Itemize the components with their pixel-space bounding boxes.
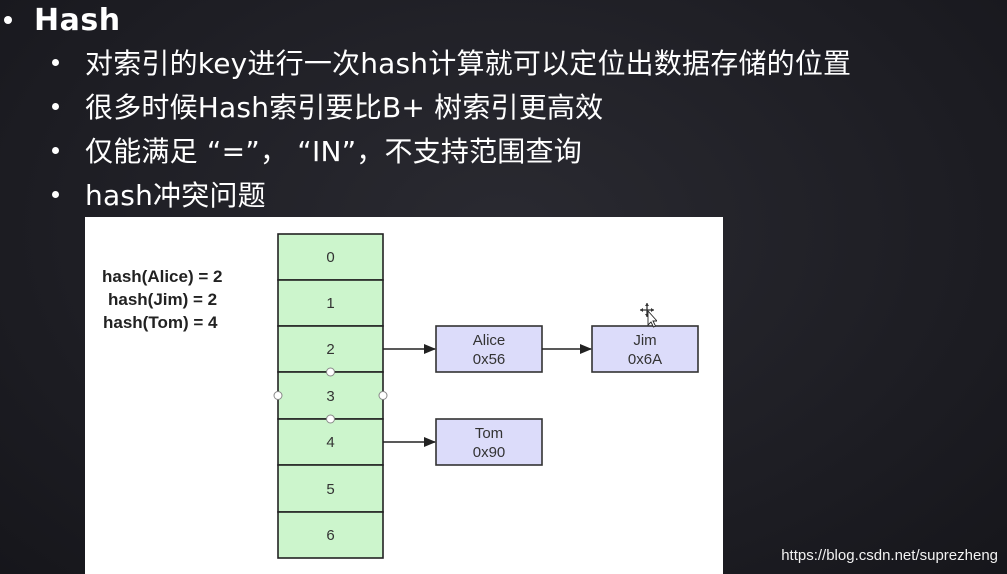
bullet-text: 对索引的key进行一次hash计算就可以定位出数据存储的位置: [85, 47, 852, 80]
slot-label: 2: [326, 341, 334, 358]
resize-handle[interactable]: [378, 391, 388, 400]
selection-handles[interactable]: [273, 367, 388, 424]
node-tom-name: Tom: [475, 425, 503, 442]
slot-label: 4: [326, 434, 334, 451]
bucket-array: 0 1 2 3 4 5 6: [277, 233, 384, 559]
node-jim-name: Jim: [633, 332, 656, 349]
hash-line-alice: hash(Alice) = 2: [102, 267, 222, 286]
node-alice-name: Alice: [473, 332, 506, 349]
bullet-text: 仅能满足 “=”， “IN”，不支持范围查询: [85, 135, 582, 168]
resize-handle[interactable]: [326, 367, 335, 377]
bullet-item: hash冲突问题: [52, 172, 851, 216]
chain-nodes: Alice 0x56 Jim 0x6A Tom 0x90: [435, 325, 699, 466]
node-alice-addr: 0x56: [473, 351, 506, 368]
node-jim: [591, 325, 699, 373]
bullet-dot: [4, 16, 12, 24]
slot-label: 0: [326, 249, 334, 266]
watermark-text: https://blog.csdn.net/suprezheng: [781, 547, 998, 564]
bullet-dot: [52, 58, 59, 66]
bullet-list: 对索引的key进行一次hash计算就可以定位出数据存储的位置 很多时候Hash索…: [52, 40, 851, 216]
bullet-item: 很多时候Hash索引要比B+ 树索引更高效: [52, 84, 851, 128]
node-tom: [435, 418, 543, 466]
diagram-svg: hash(Alice) = 2 hash(Jim) = 2 hash(Tom) …: [102, 233, 699, 559]
hash-formulas: hash(Alice) = 2 hash(Jim) = 2 hash(Tom) …: [102, 267, 222, 332]
bullet-text: 很多时候Hash索引要比B+ 树索引更高效: [85, 91, 604, 124]
hash-line-jim: hash(Jim) = 2: [108, 290, 217, 309]
bucket-slot: [277, 464, 384, 513]
bullet-dot: [52, 190, 59, 198]
bullet-dot: [52, 102, 59, 110]
bucket-slot: [277, 511, 384, 559]
bucket-slot: [277, 233, 384, 281]
bullet-item: 仅能满足 “=”， “IN”，不支持范围查询: [52, 128, 851, 172]
slide-title: Hash: [34, 2, 121, 38]
resize-handle[interactable]: [273, 391, 283, 400]
arrows: [383, 344, 592, 447]
slot-label: 3: [326, 388, 334, 405]
slot-label: 1: [326, 295, 334, 312]
slot-label: 6: [326, 527, 334, 544]
bullet-item: 对索引的key进行一次hash计算就可以定位出数据存储的位置: [52, 40, 851, 84]
hash-line-tom: hash(Tom) = 4: [103, 313, 218, 332]
bullet-dot: [52, 146, 59, 154]
node-jim-addr: 0x6A: [628, 351, 662, 368]
hash-index-diagram: hash(Alice) = 2 hash(Jim) = 2 hash(Tom) …: [85, 217, 723, 574]
bullet-text: hash冲突问题: [85, 179, 266, 212]
bucket-slot: [277, 279, 384, 327]
move-cursor-icon: [640, 303, 657, 328]
resize-handle[interactable]: [326, 414, 335, 424]
node-tom-addr: 0x90: [473, 444, 506, 461]
slot-label: 5: [326, 481, 334, 498]
title-bullet: Hash: [0, 0, 121, 40]
